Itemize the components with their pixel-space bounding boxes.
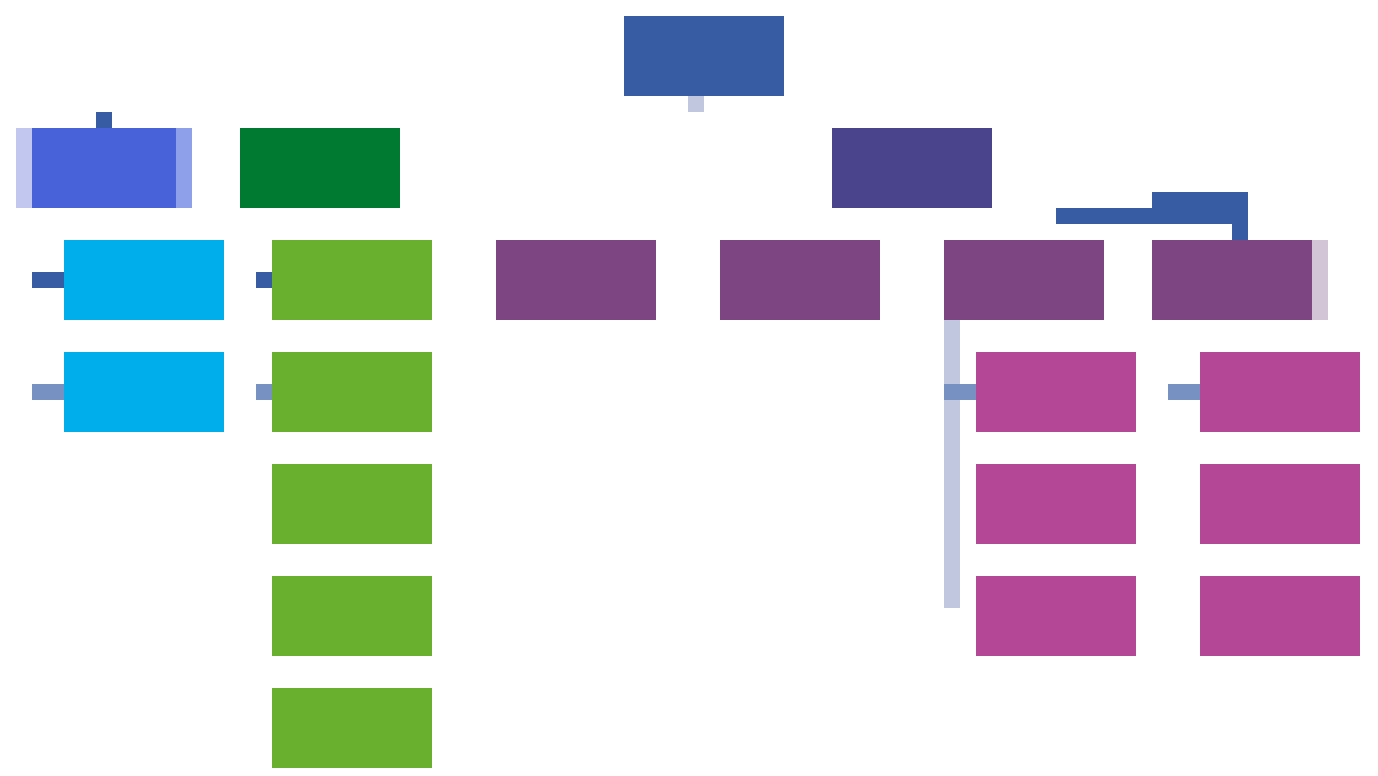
connector-magenta-left: [944, 384, 976, 400]
org-node-root: [624, 16, 784, 96]
connector-magenta-right: [1168, 384, 1200, 400]
connector-right-branch-horizontal: [1056, 208, 1248, 224]
org-node-magenta-3: [976, 576, 1136, 656]
org-node-magenta-1: [976, 352, 1136, 432]
org-node-magenta-2: [976, 464, 1136, 544]
org-node-violet-1: [496, 240, 656, 320]
violet-4-right-edge: [1312, 240, 1328, 320]
org-node-magenta-4: [1200, 352, 1360, 432]
org-node-cyan-1: [64, 240, 224, 320]
org-node-violet-3: [944, 240, 1104, 320]
org-node-branch-blue: [32, 128, 192, 208]
org-node-branch-purple: [832, 128, 992, 208]
connector-root-stem: [688, 96, 704, 112]
org-node-lime-4: [272, 576, 432, 656]
org-node-magenta-6: [1200, 576, 1360, 656]
connector-lime-1: [256, 272, 272, 288]
org-node-violet-4: [1152, 240, 1312, 320]
org-node-cyan-2: [64, 352, 224, 432]
connector-left-branch-stem: [96, 112, 112, 128]
org-node-lime-1: [272, 240, 432, 320]
org-node-lime-5: [272, 688, 432, 768]
connector-cyan-2: [32, 384, 64, 400]
org-node-violet-2: [720, 240, 880, 320]
org-node-magenta-5: [1200, 464, 1360, 544]
connector-magenta-vertical: [944, 320, 960, 608]
connector-right-branch-top: [1152, 192, 1248, 208]
org-node-lime-2: [272, 352, 432, 432]
org-node-branch-green: [240, 128, 400, 208]
org-node-lime-3: [272, 464, 432, 544]
branch-blue-right-edge: [176, 128, 192, 208]
branch-blue-left-edge: [16, 128, 32, 208]
connector-cyan-1: [32, 272, 64, 288]
connector-lime-2: [256, 384, 272, 400]
